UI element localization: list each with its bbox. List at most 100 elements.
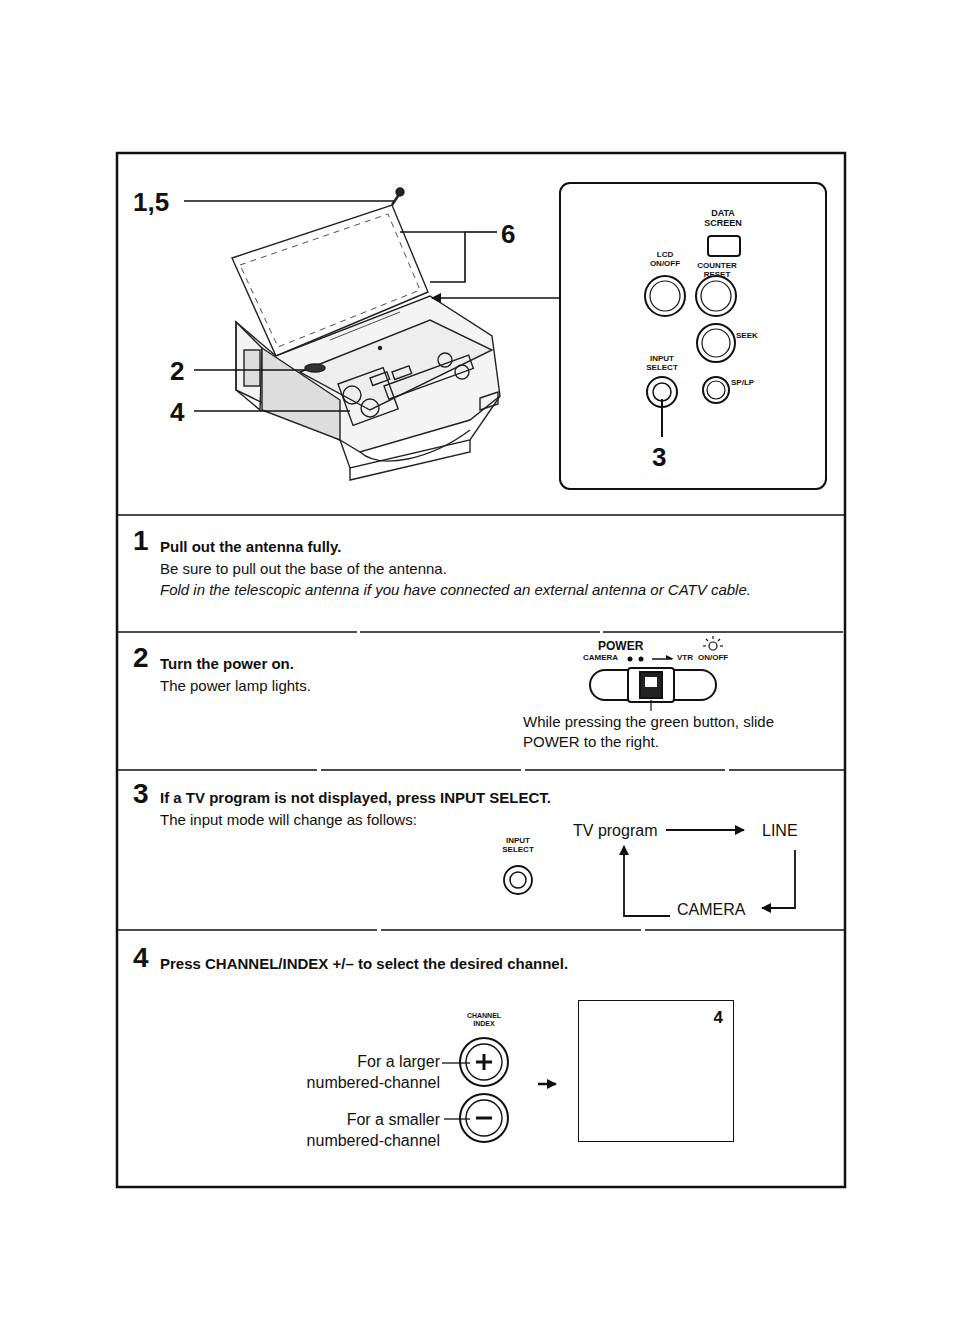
step-band: 4 Press CHANNEL/INDEX +/– to select the d… <box>117 930 845 1187</box>
drawing-stroke <box>666 829 744 831</box>
drawing-stroke <box>340 396 500 468</box>
drawing-stroke <box>184 200 394 202</box>
drawing-stroke <box>465 231 497 233</box>
drawing-stroke <box>117 514 845 516</box>
part-label: CHANNEL INDEX <box>460 1012 508 1027</box>
part-label: LINE <box>762 821 798 842</box>
drawing-stroke <box>703 377 729 403</box>
drawing-stroke <box>624 846 670 916</box>
part-label: For a larger numbered-channel <box>282 1052 440 1094</box>
drawing-stroke <box>483 1054 486 1070</box>
drawing-stroke <box>350 440 470 480</box>
drawing-stroke <box>305 364 325 372</box>
drawing-stroke <box>653 383 671 401</box>
drawing-stroke <box>645 677 657 687</box>
part-label: COUNTER RESET <box>684 262 750 280</box>
part-label: TV program <box>573 821 657 842</box>
drawing-stroke <box>712 636 713 639</box>
step-heading: Turn the power on. <box>160 654 294 674</box>
drawing-stroke <box>645 276 685 316</box>
drawing-stroke <box>338 368 398 426</box>
drawing-stroke <box>702 329 730 357</box>
drawing-stroke <box>709 642 717 650</box>
drawing-stroke <box>720 645 723 646</box>
step-heading: Press CHANNEL/INDEX +/– to select the de… <box>160 954 800 974</box>
step-text: While pressing the green button, slide P… <box>523 712 833 751</box>
drawing-stroke <box>590 670 716 700</box>
drawing-stroke <box>438 353 452 367</box>
part-label: POWER <box>598 640 643 653</box>
drawing-stroke <box>510 872 526 888</box>
drawing-stroke <box>117 769 845 771</box>
step-text: Fold in the telescopic antenna if you ha… <box>160 580 810 600</box>
drawing-stroke <box>460 1038 508 1086</box>
callout-number: 1,5 <box>133 186 169 220</box>
button-panel <box>560 183 826 489</box>
part-label: CAMERA <box>583 654 618 663</box>
drawing-stroke <box>444 1118 470 1119</box>
drawing-stroke <box>504 866 532 894</box>
drawing-stroke <box>194 410 350 412</box>
step-number: 4 <box>133 944 149 972</box>
drawing-stroke <box>343 386 361 404</box>
drawing-stroke <box>360 430 470 461</box>
drawing-stroke <box>718 639 720 641</box>
drawing-stroke <box>708 236 740 256</box>
band-dividers <box>117 515 845 930</box>
drawing-stroke <box>194 369 306 371</box>
step-text: The input mode will change as follows: <box>160 810 480 830</box>
drawing-stroke <box>639 657 644 662</box>
drawing-stroke <box>455 365 469 379</box>
drawing-stroke <box>466 1100 502 1136</box>
drawing-stroke <box>476 1117 492 1120</box>
drawing-stroke <box>244 350 260 386</box>
drawing-stroke <box>442 1062 470 1063</box>
part-label: ON/OFF <box>698 654 728 663</box>
drawing-stroke <box>396 188 404 196</box>
callout-number: 2 <box>170 355 184 389</box>
drawing-stroke <box>640 672 662 698</box>
part-label: LCD ON/OFF <box>648 251 682 269</box>
part-label: SP/LP <box>731 379 754 388</box>
step-heading: Pull out the antenna fully. <box>160 537 341 557</box>
step-band: 2 Turn the power on.The power lamp lights… <box>117 632 845 770</box>
drawing-stroke <box>706 639 708 641</box>
device-drawing <box>232 188 500 480</box>
mode-cycle <box>504 830 795 916</box>
part-label: DATA SCREEN <box>700 209 746 229</box>
drawing-stroke <box>262 348 340 440</box>
drawing-stroke <box>560 183 826 489</box>
drawing-stroke <box>650 700 651 711</box>
drawing-stroke <box>384 355 473 399</box>
drawing-stroke <box>400 232 465 282</box>
step-band: 1 Pull out the antenna fully.Be sure to p… <box>117 515 845 632</box>
step-number: 2 <box>133 644 149 672</box>
page-frame <box>117 153 845 1187</box>
drawing-stroke <box>466 1044 502 1080</box>
drawing-stroke <box>330 312 400 340</box>
drawing-stroke <box>650 281 680 311</box>
step-number: 1 <box>133 527 149 555</box>
drawing-stroke <box>538 1083 556 1086</box>
drawing-stroke <box>628 657 633 662</box>
step-text: The power lamp lights. <box>160 676 460 696</box>
drawing-stroke <box>236 296 500 452</box>
drawing-stroke <box>432 297 560 299</box>
step-heading: If a TV program is not displayed, press … <box>160 788 800 808</box>
drawing-stroke <box>707 381 725 399</box>
tv-screen: 4 <box>578 1000 734 1142</box>
drawing-stroke <box>117 631 845 633</box>
drawing-stroke <box>460 1094 508 1142</box>
drawing-stroke <box>392 366 412 380</box>
drawing-stroke <box>379 347 382 350</box>
drawing-stroke <box>361 399 379 417</box>
channel-buttons <box>442 1038 556 1142</box>
part-label: INPUT SELECT <box>500 837 536 855</box>
leader-lines <box>184 201 560 411</box>
part-label: For a smaller numbered-channel <box>282 1110 440 1152</box>
drawing-stroke <box>480 392 498 410</box>
channel-number: 4 <box>714 1007 723 1029</box>
step-text: Be sure to pull out the base of the ante… <box>160 559 800 579</box>
drawing-stroke <box>697 324 735 362</box>
